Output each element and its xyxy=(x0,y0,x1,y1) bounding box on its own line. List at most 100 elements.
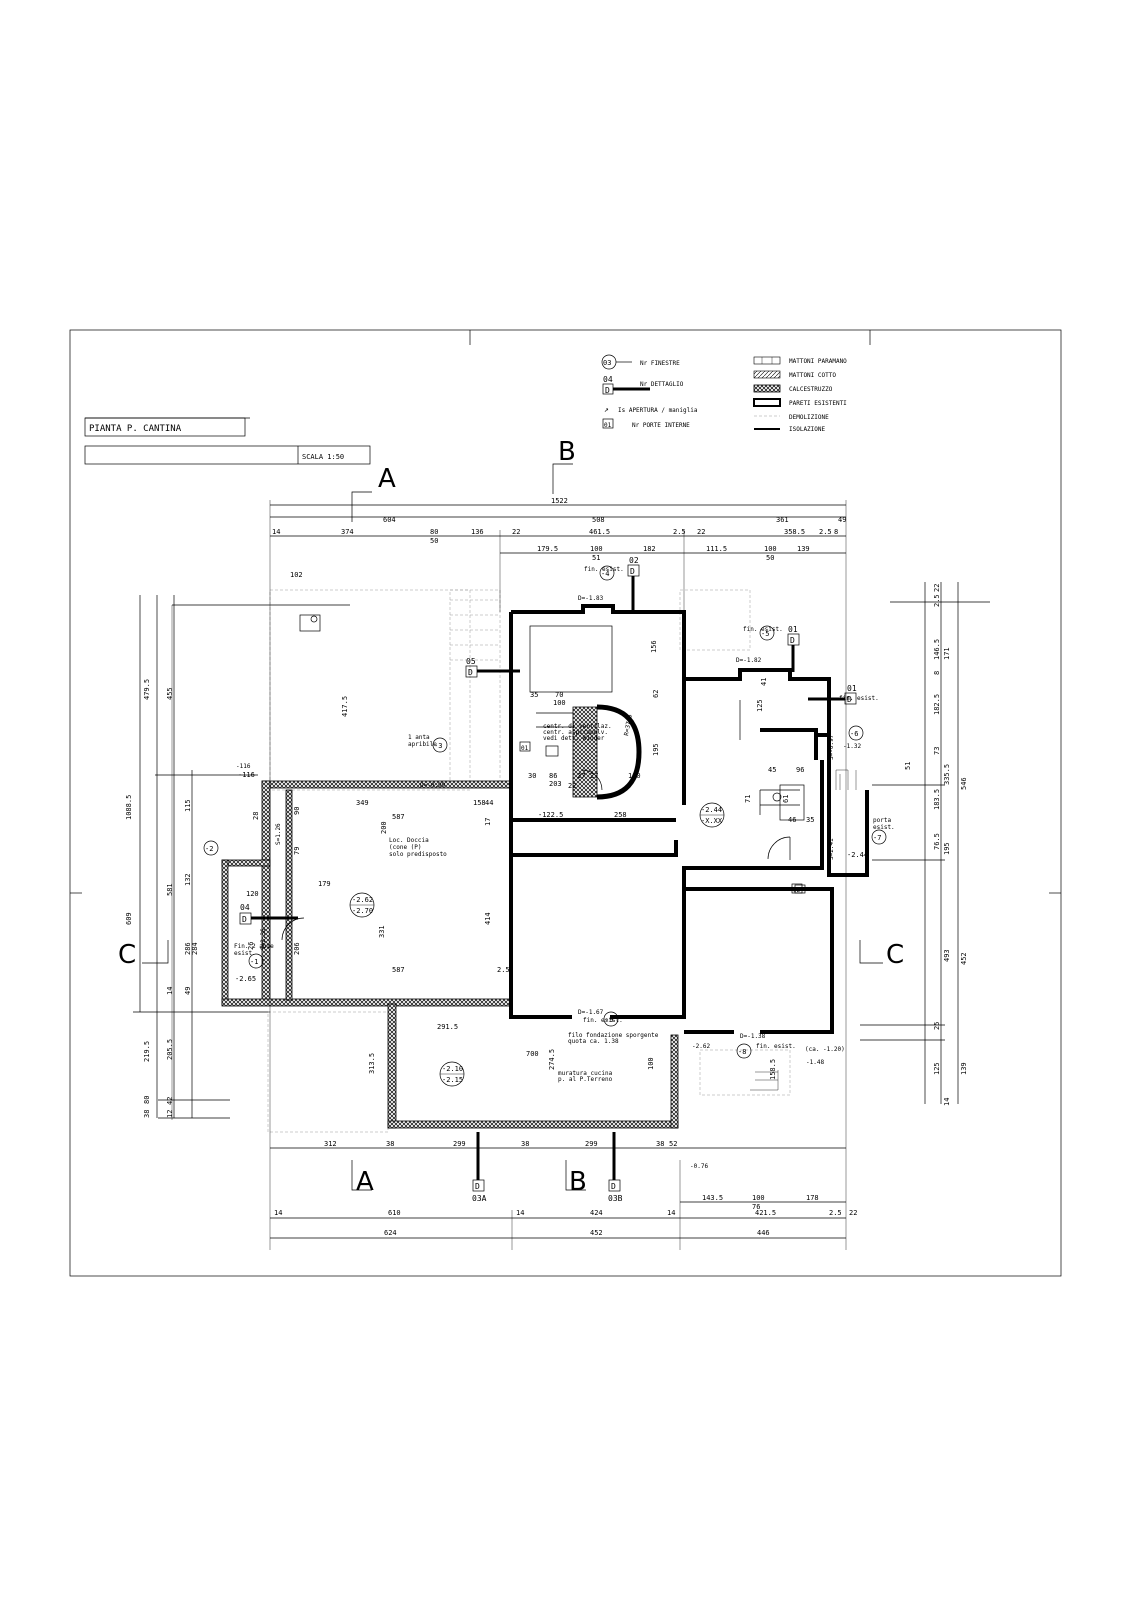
dimension-label: -6 xyxy=(850,730,858,738)
dimension-label: 335.5 xyxy=(943,764,951,785)
dimension-label: 424 xyxy=(590,1209,603,1217)
dimension-label: 493 xyxy=(943,949,951,962)
legend-label-paramano: MATTONI PARAMANO xyxy=(789,358,847,365)
note-porta-2: esist. xyxy=(873,824,895,831)
dimension-label: 700 xyxy=(526,1050,539,1058)
legend: 03 Nr FINESTRE 04 D Nr DETTAGLIO ↗ Is AP… xyxy=(601,354,847,433)
window-tag-6: -6 xyxy=(848,725,864,741)
section-c-right: C xyxy=(886,940,904,970)
dimension-label: 51 xyxy=(592,554,600,562)
dimension-label: 203 xyxy=(549,780,562,788)
level-garage-bottom: -2.15 xyxy=(442,1076,463,1084)
note-fin-esist-6: fin. esist. xyxy=(839,695,879,702)
dimension-label: 136 xyxy=(471,528,484,536)
legend-label-calcestruzzo: CALCESTRUZZO xyxy=(789,386,833,393)
dimension-label: 587 xyxy=(392,813,405,821)
dimension-label: 70 xyxy=(555,691,563,699)
detail-tag-01-a: 01 D xyxy=(787,625,800,672)
section-b-bottom: B xyxy=(569,1167,587,1197)
dimension-label: 8 xyxy=(933,671,941,675)
level-cantina-top: -2.62 xyxy=(352,896,373,904)
level-l10: D=-1.67 xyxy=(578,1009,604,1016)
dimension-label: 03A xyxy=(472,1194,487,1203)
legend-tag-finestre: 03 xyxy=(603,359,611,367)
dimension-label: 86 xyxy=(549,772,557,780)
dimension-label: 14 xyxy=(667,1209,675,1217)
dimension-label: 73 xyxy=(933,747,941,755)
dimension-label: 461.5 xyxy=(589,528,610,536)
section-c-left: C xyxy=(118,940,136,970)
dimension-label: 452 xyxy=(590,1229,603,1237)
dimension-label: -9 xyxy=(605,1016,613,1024)
dimension-label: 22 xyxy=(849,1209,857,1217)
dimension-label: 80 xyxy=(143,1096,151,1104)
detail-tag-02: 02 D xyxy=(627,556,640,612)
section-a-bottom: A xyxy=(356,1167,374,1197)
dimension-label: 299 xyxy=(453,1140,466,1148)
plan-title: PIANTA P. CANTINA xyxy=(89,424,182,434)
dimension-label: D xyxy=(475,1182,480,1191)
dimension-label: -116 xyxy=(238,771,255,779)
dimension-label: 17 xyxy=(484,818,492,826)
section-a-top: A xyxy=(378,464,396,494)
note-fin-esist-8: fin. esist. xyxy=(756,1043,796,1050)
dimension-label: 44 xyxy=(485,799,493,807)
dimension-label: 179.5 xyxy=(537,545,558,553)
window-tag-5: -5 xyxy=(759,625,775,641)
window-tag-1: -1 xyxy=(248,953,264,969)
note-fin-2-ante-2: esist. xyxy=(234,950,256,957)
door-tags: 01 02 xyxy=(519,741,803,894)
note-filo-1: filo fondazione sporgente xyxy=(568,1032,659,1039)
dimension-label: 624 xyxy=(384,1229,397,1237)
dimension-label: 03B xyxy=(608,1194,623,1203)
dimension-label: 2.5 xyxy=(673,528,686,536)
legend-label-esistenti: PARETI ESISTENTI xyxy=(789,400,847,407)
legend-label-cotto: MATTONI COTTO xyxy=(789,372,836,379)
dimension-label: 1088.5 xyxy=(125,795,133,820)
note-loc-doccia-3: solo predisposto xyxy=(389,851,447,858)
note-centr-3: vedi dett. Winder xyxy=(543,735,605,742)
level-l7: S=2.41 xyxy=(828,838,835,860)
dimension-lines xyxy=(139,500,959,1250)
dimension-label: 49 xyxy=(184,987,192,995)
door-tag-02: 02 xyxy=(793,887,801,894)
door-tag-01: 01 xyxy=(521,745,529,752)
dimension-label: 27 xyxy=(590,772,598,780)
dimension-label: -122.5 xyxy=(538,811,563,819)
detail-tag-05: 05 D xyxy=(465,657,520,678)
dimension-label: 05 xyxy=(466,657,476,666)
dimension-label: 146.5 xyxy=(933,639,941,660)
dimension-label: 182 xyxy=(643,545,656,553)
window-tags: -4 -5 -3 -6 -2 -7 -1 -9 -8 xyxy=(203,565,887,1059)
window-tag-2: -2 xyxy=(203,840,219,856)
detail-tag-01-b: 01 D xyxy=(808,684,857,705)
dimension-label: 22 xyxy=(568,782,576,790)
dimension-label: 361 xyxy=(776,516,789,524)
dim-top-total: 1522 xyxy=(551,497,568,505)
legend-tag-porte: 01 xyxy=(604,422,612,429)
dimension-label: 111.5 xyxy=(706,545,727,553)
level-l1: -2.65 xyxy=(235,975,256,983)
dimension-label: 28 xyxy=(252,812,260,820)
dimension-label: 421.5 xyxy=(755,1209,776,1217)
dimension-label: -8 xyxy=(738,1048,746,1056)
dimension-label: 100 xyxy=(590,545,603,553)
dimension-label: 274.5 xyxy=(548,1049,556,1070)
dimension-label: D xyxy=(790,636,795,645)
note-loc-doccia-2: (cone (P) xyxy=(389,844,422,851)
dimension-label: 195 xyxy=(943,842,951,855)
note-filo-2: quota ca. 1.38 xyxy=(568,1038,619,1045)
dimension-label: D xyxy=(242,915,247,924)
dimension-label: 587 xyxy=(392,966,405,974)
dimension-label: 139 xyxy=(960,1062,968,1075)
dimension-label: 8 xyxy=(834,528,838,536)
window-tag-8: -8 xyxy=(736,1043,752,1059)
level-l3: -2.44 xyxy=(847,851,868,859)
legend-label-porte: Nr PORTE INTERNE xyxy=(632,422,690,429)
dimension-label: 50 xyxy=(766,554,774,562)
level-sottoscala-bottom: -X.XX xyxy=(701,817,723,825)
dimension-label: 331 xyxy=(378,925,386,938)
dimension-label: -1 xyxy=(250,958,258,966)
dimension-label: 2.5 xyxy=(933,594,941,607)
legend-label-dettaglio: Nr DETTAGLIO xyxy=(640,381,684,388)
